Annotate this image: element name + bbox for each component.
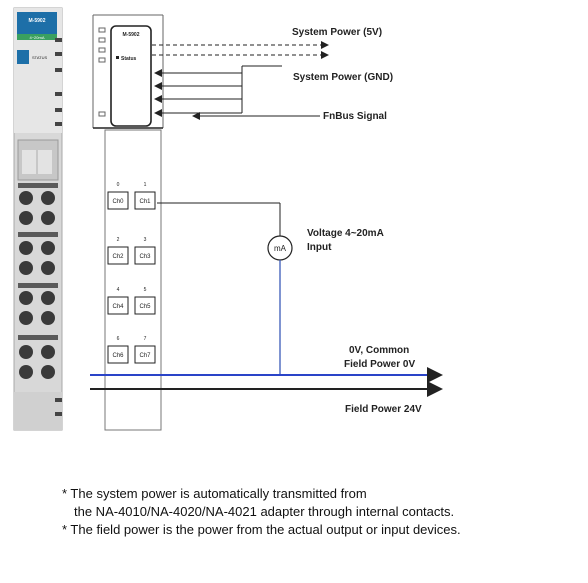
channel-terminal-box <box>107 246 129 265</box>
label-field-power-24v: Field Power 24V <box>345 404 422 415</box>
channel-label: Ch4 <box>112 304 124 310</box>
label-fnbus-signal: FnBus Signal <box>323 111 387 122</box>
channel-number: 6 <box>117 336 120 342</box>
module-status-label: STATUS <box>32 55 48 60</box>
module-illustration: M-5902 4~20mA STATUS <box>13 7 63 431</box>
channel-number: 5 <box>144 287 147 293</box>
label-common-line2: Field Power 0V <box>344 359 415 370</box>
channel-number: 7 <box>144 336 147 342</box>
label-voltage-line1: Voltage 4~20mA <box>307 228 384 239</box>
module-model-plate <box>17 12 57 34</box>
label-common-line1: 0V, Common <box>349 345 409 356</box>
channel-terminal-box <box>134 345 156 364</box>
channel-terminal-box <box>107 345 129 364</box>
note-2: the NA-4010/NA-4020/NA-4021 adapter thro… <box>74 504 455 519</box>
terminal-block <box>18 183 58 379</box>
note-3: * The field power is the power from the … <box>62 522 461 537</box>
label-system-power-5v: System Power (5V) <box>292 27 382 38</box>
channel-label: Ch3 <box>139 254 151 260</box>
channel-label: Ch7 <box>139 353 151 359</box>
note-1: * The system power is automatically tran… <box>62 486 367 501</box>
channel-number: 2 <box>117 237 120 243</box>
channel-label: Ch5 <box>139 304 151 310</box>
channel-terminal-box <box>134 296 156 315</box>
channel-terminal-box <box>107 296 129 315</box>
channel-label: Ch6 <box>112 353 124 359</box>
wiring-diagram: M-5902 4~20mA STATUS <box>13 7 443 431</box>
status-led-icon <box>116 56 119 59</box>
channel-number: 0 <box>117 182 120 188</box>
module-model-text: M-5902 <box>29 18 46 24</box>
schematic-status-label: Status <box>121 56 137 62</box>
label-voltage-line2: Input <box>307 242 332 253</box>
system-bus-lines <box>152 41 329 120</box>
ch1-wiring: mA <box>157 202 293 375</box>
schematic-board <box>110 25 152 127</box>
module-subtitle: 4~20mA <box>29 35 44 40</box>
channel-terminal-box <box>134 246 156 265</box>
ammeter-label: mA <box>274 244 287 253</box>
channel-terminal-box <box>134 191 156 210</box>
channel-terminal-box <box>107 191 129 210</box>
status-led <box>17 50 29 64</box>
label-system-power-gnd: System Power (GND) <box>293 72 393 83</box>
channel-label: Ch2 <box>112 254 124 260</box>
footnotes: * The system power is automatically tran… <box>62 485 572 539</box>
schematic-module: M-5902 Status <box>92 14 164 431</box>
channel-label: Ch1 <box>139 199 151 205</box>
schematic-model-label: M-5902 <box>123 32 140 38</box>
channel-number: 1 <box>144 182 147 188</box>
channel-number: 4 <box>117 287 120 293</box>
module-green-stripe <box>17 34 57 40</box>
channel-number: 3 <box>144 237 147 243</box>
channel-label: Ch0 <box>112 199 124 205</box>
